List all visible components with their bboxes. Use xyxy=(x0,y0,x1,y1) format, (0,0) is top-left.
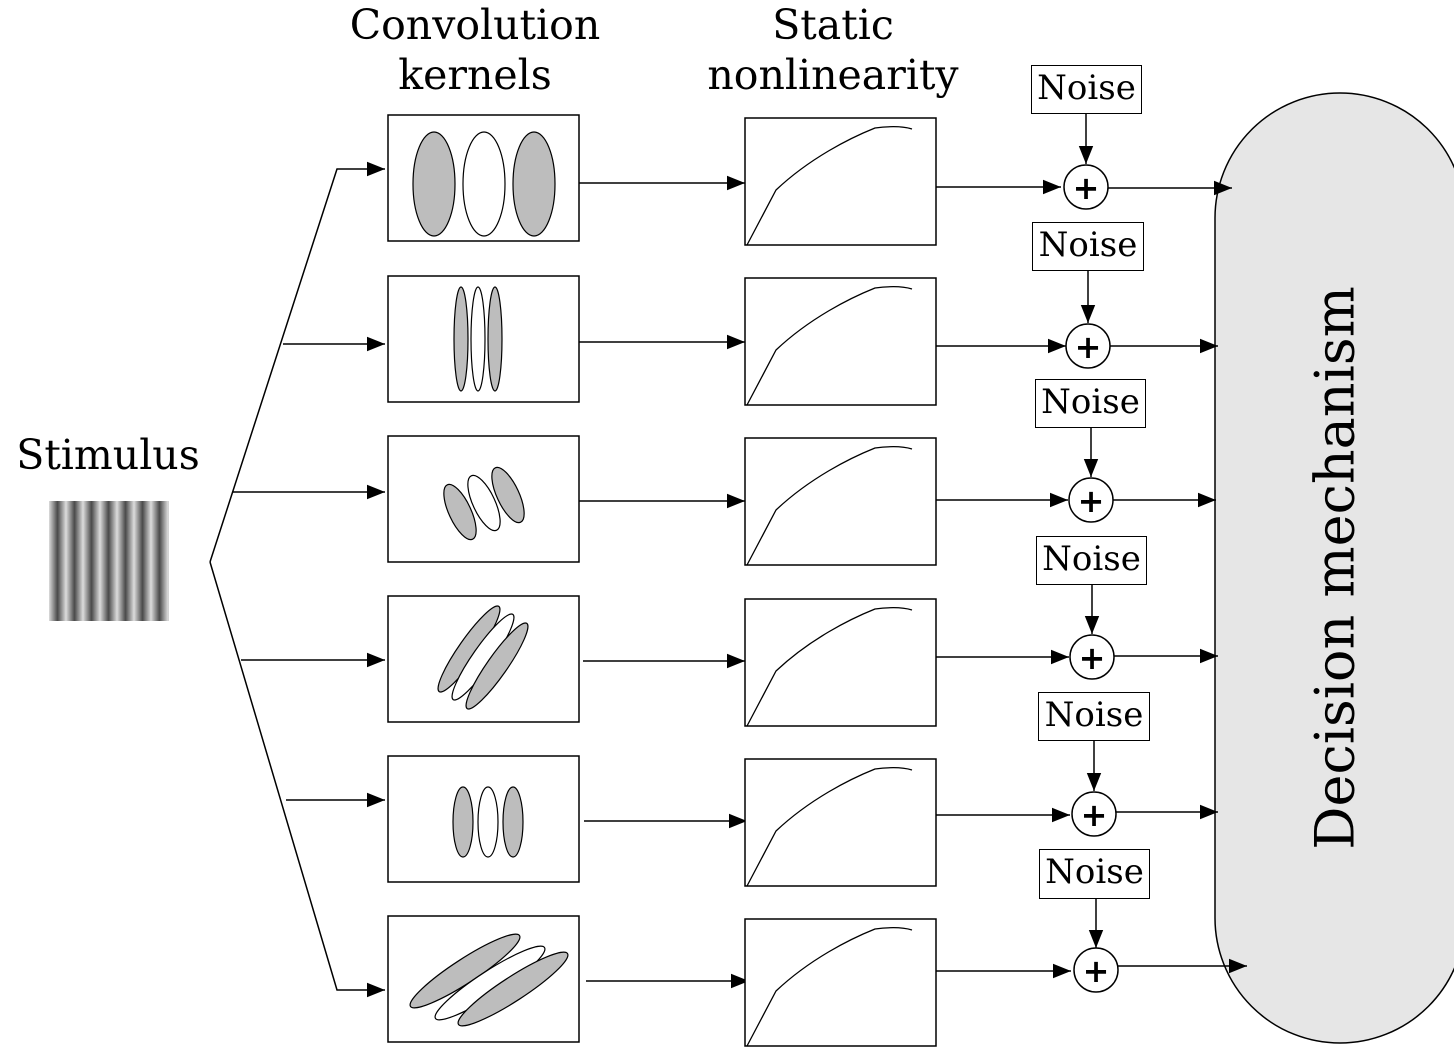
branch-tree xyxy=(209,161,385,998)
nonlinearity-box xyxy=(744,437,937,566)
channel-2: + xyxy=(387,271,1218,406)
kernels-heading-line1: Convolution xyxy=(349,1,601,49)
kernel-vertical-wide-glyph xyxy=(412,131,556,237)
kernel-vertical-narrow-glyph xyxy=(453,286,503,392)
noise-box-3: Noise xyxy=(1035,379,1146,428)
decision-mechanism-label: Decision mechanism xyxy=(1303,286,1367,850)
noise-box-5: Noise xyxy=(1038,692,1150,741)
channel-1: + xyxy=(387,114,1232,246)
nonlinearity-curve xyxy=(746,125,913,246)
channel-3: + xyxy=(387,428,1216,566)
nonlinearity-curve xyxy=(746,606,913,727)
sum-node xyxy=(1069,634,1115,680)
channel-5: + xyxy=(387,741,1218,887)
kernel-oblique-elongated-glyph xyxy=(437,605,529,710)
noise-box-1: Noise xyxy=(1031,65,1142,114)
kernels-heading: Convolution kernels xyxy=(345,0,605,100)
sum-symbol: + xyxy=(1079,639,1106,677)
nonlinearity-heading-line1: Static xyxy=(772,1,894,49)
sum-symbol: + xyxy=(1075,328,1102,366)
nonlinearity-box xyxy=(744,598,937,727)
nonlinearity-box xyxy=(744,918,937,1047)
branch-6 xyxy=(209,561,385,998)
nonlinearity-heading: Static nonlinearity xyxy=(700,0,966,100)
decision-mechanism-shape xyxy=(1214,92,1454,1044)
branch-1 xyxy=(209,161,385,563)
nonlinearity-box xyxy=(744,117,937,246)
nonlinearity-curve xyxy=(746,445,913,566)
kernel-oblique-long-glyph xyxy=(409,933,569,1027)
noise-box-4: Noise xyxy=(1036,536,1147,585)
nonlinearity-box xyxy=(744,758,937,887)
nonlinearity-curve xyxy=(746,285,913,406)
channel-6: + xyxy=(387,899,1247,1047)
sum-node xyxy=(1071,791,1117,837)
sum-node xyxy=(1063,164,1109,210)
noise-box-6: Noise xyxy=(1039,849,1150,899)
stimulus-grating-image xyxy=(49,501,169,621)
sum-symbol: + xyxy=(1083,952,1110,990)
sum-node xyxy=(1073,947,1119,993)
nonlinearity-curve xyxy=(746,926,913,1047)
kernel-oblique-small-glyph xyxy=(443,466,525,541)
noise-box-2: Noise xyxy=(1032,222,1144,271)
sum-symbol: + xyxy=(1078,482,1105,520)
nonlinearity-curve xyxy=(746,766,913,887)
kernels-heading-line2: kernels xyxy=(398,51,552,99)
sum-symbol: + xyxy=(1081,796,1108,834)
channel-4: + xyxy=(387,585,1218,727)
nonlinearity-box xyxy=(744,277,937,406)
sum-symbol: + xyxy=(1073,169,1100,207)
nonlinearity-heading-line2: nonlinearity xyxy=(707,51,959,99)
stimulus-label: Stimulus xyxy=(16,431,200,479)
kernel-vertical-medium-glyph xyxy=(452,786,524,858)
